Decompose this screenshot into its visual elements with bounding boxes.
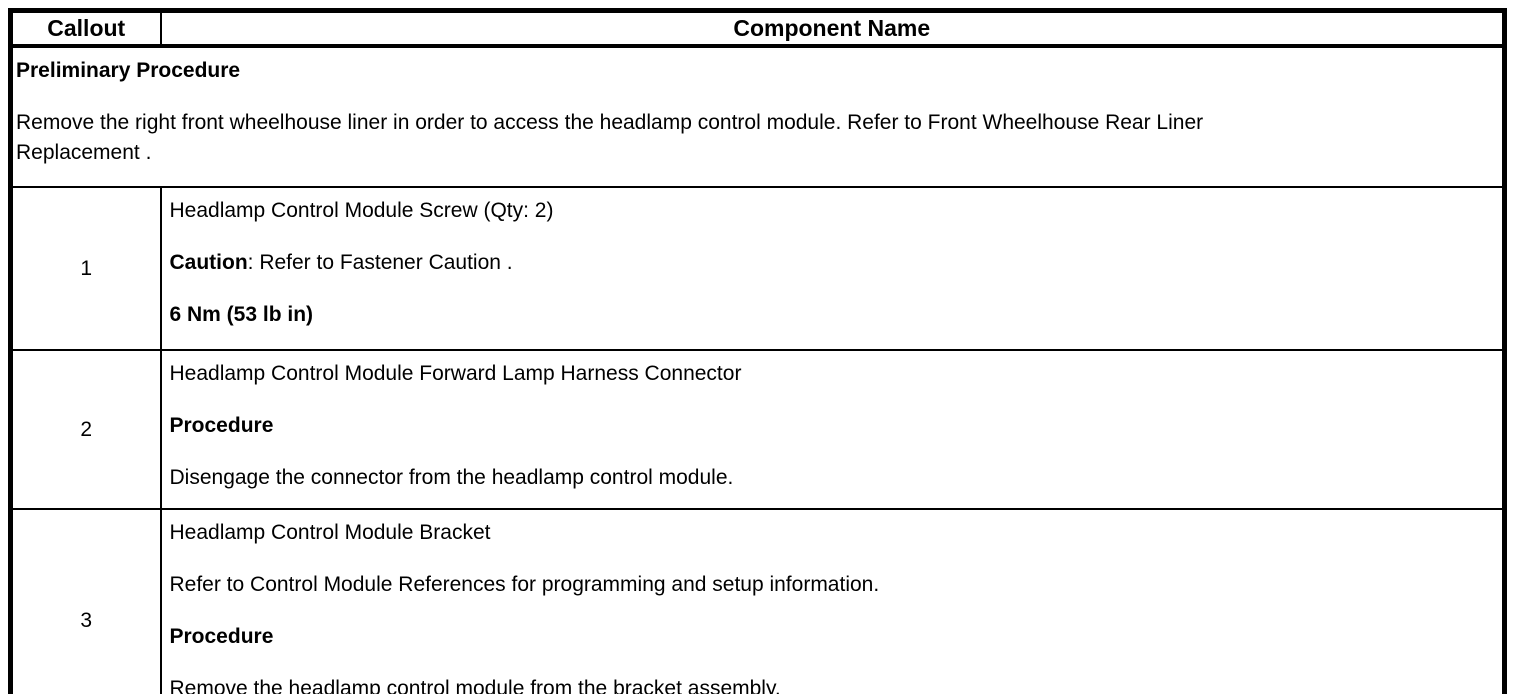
component-description-cell: Headlamp Control Module Bracket Refer to… xyxy=(159,508,1506,694)
preliminary-procedure-body: Remove the right front wheelhouse liner … xyxy=(16,111,1204,164)
table-row: 1 Headlamp Control Module Screw (Qty: 2)… xyxy=(9,186,1506,351)
caution-label: Caution xyxy=(169,251,248,274)
procedure-step: Disengage the connector from the headlam… xyxy=(169,466,734,489)
torque-spec: 6 Nm (53 lb in) xyxy=(169,303,314,326)
preliminary-procedure-cell: Preliminary Procedure Remove the right f… xyxy=(9,45,1506,188)
caution-text: : Refer to Fastener Caution . xyxy=(247,251,513,274)
reference-note: Refer to Control Module References for p… xyxy=(169,573,880,596)
component-title: Headlamp Control Module Forward Lamp Har… xyxy=(169,362,742,385)
component-callout-table: Callout Component Name Preliminary Proce… xyxy=(8,8,1507,694)
table-row: 3 Headlamp Control Module Bracket Refer … xyxy=(9,508,1506,694)
component-name-column-header: Component Name xyxy=(159,9,1506,48)
component-title: Headlamp Control Module Screw (Qty: 2) xyxy=(169,199,554,222)
preliminary-procedure-title: Preliminary Procedure xyxy=(16,59,241,82)
component-description-cell: Headlamp Control Module Forward Lamp Har… xyxy=(159,349,1506,510)
caution-note: Caution: Refer to Fastener Caution . xyxy=(170,248,1487,278)
preliminary-procedure-row: Preliminary Procedure Remove the right f… xyxy=(9,45,1506,188)
procedure-label: Procedure xyxy=(169,414,274,437)
component-description-cell: Headlamp Control Module Screw (Qty: 2) C… xyxy=(159,186,1506,351)
callout-number: 3 xyxy=(9,508,162,694)
callout-column-header: Callout xyxy=(9,9,162,48)
table-row: 2 Headlamp Control Module Forward Lamp H… xyxy=(9,349,1506,510)
callout-number: 1 xyxy=(9,186,162,351)
callout-number: 2 xyxy=(9,349,162,510)
procedure-label: Procedure xyxy=(169,625,274,648)
component-title: Headlamp Control Module Bracket xyxy=(169,521,491,544)
procedure-step: Remove the headlamp control module from … xyxy=(169,677,781,694)
table-header-row: Callout Component Name xyxy=(9,9,1506,48)
